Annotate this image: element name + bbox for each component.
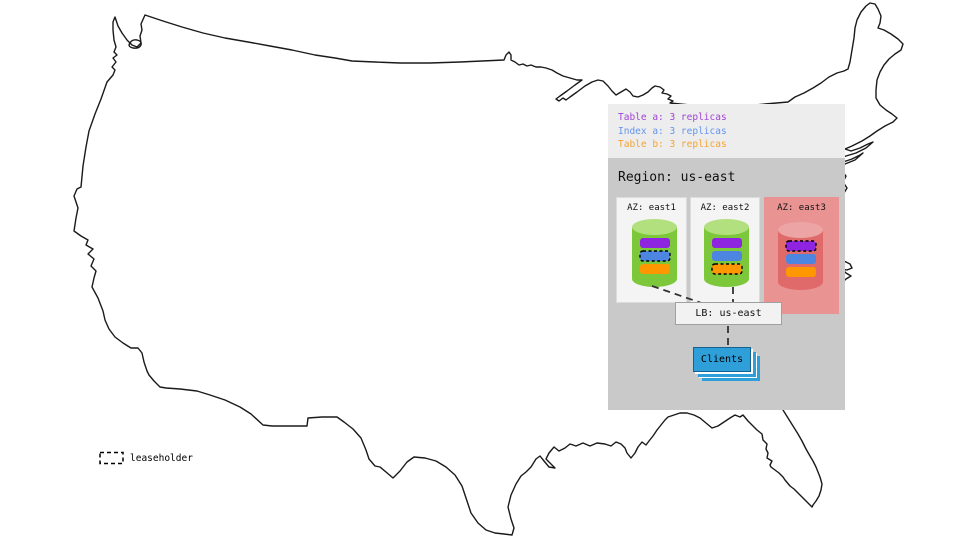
az-east2-label: AZ: east2: [700, 203, 750, 213]
load-balancer: LB: us-east: [675, 302, 782, 325]
leaseholder-label: leaseholder: [130, 452, 193, 464]
db-node-east2: [704, 219, 749, 287]
replica-index-a: [786, 254, 816, 264]
db-node-east3: [778, 222, 823, 290]
replica-table-b: [786, 267, 816, 277]
replica-table-b: [640, 264, 670, 274]
legend-index-a: Index a: 3 replicas: [618, 125, 727, 137]
legend-table-b: Table b: 3 replicas: [618, 139, 727, 150]
replica-table-b-leaseholder: [711, 263, 743, 275]
replica-table-a: [640, 238, 670, 248]
region-title: Region: us-east: [618, 170, 736, 185]
replica-table-a: [712, 238, 742, 248]
legend-table-a: Table a: 3 replicas: [618, 112, 727, 123]
leaseholder-swatch-icon: [99, 451, 124, 465]
leaseholder-legend: leaseholder: [99, 451, 193, 465]
replica-legend: Table a: 3 replicas Index a: 3 replicas …: [608, 104, 845, 158]
db-node-east1: [632, 219, 677, 287]
replica-index-a-leaseholder: [639, 250, 671, 262]
az-east1-label: AZ: east1: [627, 203, 676, 213]
clients-box: Clients: [693, 347, 751, 372]
az-east3-label: AZ: east3: [777, 203, 826, 213]
replica-index-a: [712, 251, 742, 261]
replica-table-a-leaseholder: [785, 240, 817, 252]
